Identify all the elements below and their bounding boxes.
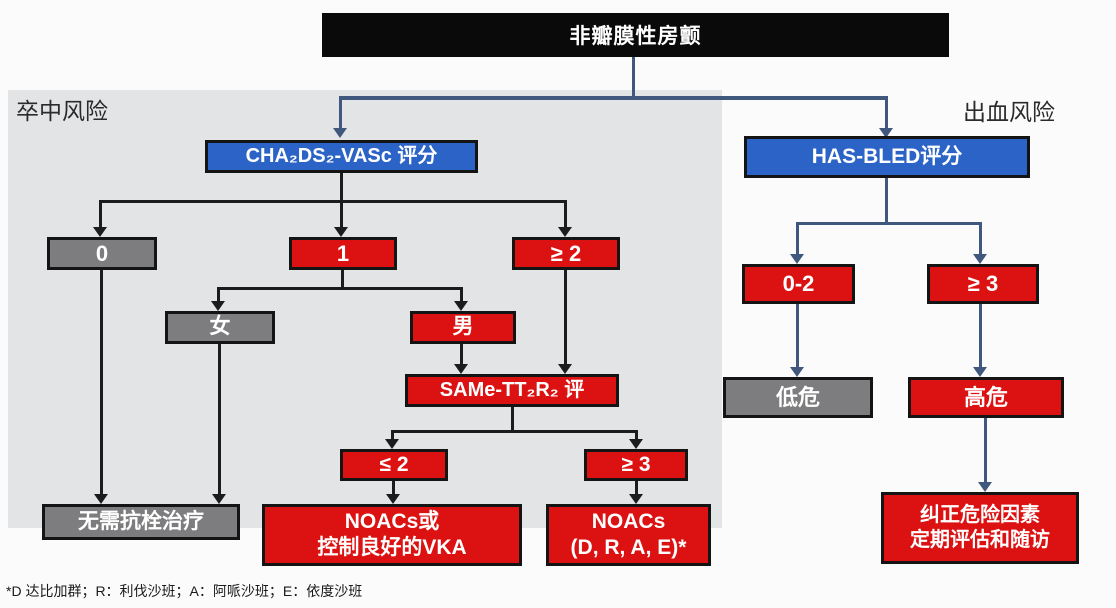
connector-hasbled-split [796, 222, 982, 225]
arrowhead-to-hasbled-02 [790, 254, 804, 264]
arrowhead-highrisk-to-action [978, 482, 992, 492]
arrowhead-to-hasbled-ge3 [973, 254, 987, 264]
node-male: 男 [410, 311, 516, 344]
node-samett-ge3: ≥ 3 [584, 449, 688, 481]
connector-highrisk-to-action [984, 418, 987, 482]
connector-to-hasbled [885, 96, 888, 128]
node-samett-le2: ≤ 2 [340, 449, 448, 481]
connector-to-score1 [340, 200, 343, 227]
node-correct-risk-factors: 纠正危险因素 定期评估和随访 [881, 492, 1079, 564]
node-no-antithrombotic: 无需抗栓治疗 [42, 504, 240, 540]
connector-to-male [460, 287, 463, 301]
connector-root-stem [632, 57, 635, 96]
noacs-vka-line2: 控制良好的VKA [317, 536, 467, 559]
arrowhead-to-ge3 [629, 439, 643, 449]
connector-male-to-samett [460, 344, 463, 364]
node-noacs-drae: NOACs (D, R, A, E)* [546, 504, 711, 566]
noacs-vka-line1: NOACs或 [344, 509, 440, 533]
arrowhead-to-male [454, 301, 468, 311]
connector-to-hasbled-ge3 [979, 222, 982, 254]
connector-root-split [339, 96, 888, 100]
connector-hasbled-stem [885, 178, 888, 222]
arrowhead-to-hasbled [879, 128, 893, 138]
bleeding-risk-label: 出血风险 [963, 99, 1055, 125]
node-hasbled-0-2: 0-2 [742, 264, 855, 304]
arrowhead-to-le2 [385, 439, 399, 449]
arrowhead-ge2-to-samett [558, 364, 572, 374]
node-noacs-or-vka: NOACs或 控制良好的VKA [262, 504, 522, 566]
connector-02-to-lowrisk [796, 304, 799, 367]
node-low-risk: 低危 [723, 377, 873, 418]
connector-female-to-notherapy [218, 344, 221, 494]
arrowhead-female-to-notherapy [212, 494, 226, 504]
drug-abbreviation-footnote: *D 达比加群；R：利伐沙班；A：阿哌沙班；E：依度沙班 [6, 583, 363, 599]
connector-ge3-to-highrisk [979, 304, 982, 367]
connector-le2-to-noacs-vka [392, 481, 395, 494]
node-high-risk: 高危 [908, 377, 1064, 418]
node-chads-vasc-score: CHA₂DS₂-VASc 评分 [205, 140, 478, 173]
action-line1: 纠正危险因素 [920, 504, 1040, 526]
connector-chads-stem [340, 173, 343, 200]
connector-to-ge3 [635, 430, 638, 439]
connector-score0-to-notherapy [100, 270, 103, 494]
connector-score1-stem [341, 270, 344, 287]
node-score-1: 1 [289, 237, 397, 270]
connector-score1-split [217, 287, 463, 290]
root-node-nonvalvular-af: 非瓣膜性房颤 [322, 13, 949, 57]
connector-samett-stem [511, 407, 514, 430]
connector-to-female [217, 287, 220, 301]
arrowhead-le2-to-noacs-vka [386, 494, 400, 504]
node-samett-score: SAMe-TT₂R₂ 评 [405, 374, 619, 407]
connector-samett-split [391, 430, 637, 433]
connector-ge3-to-noacs-drae [635, 481, 638, 494]
arrowhead-02-to-lowrisk [790, 367, 804, 377]
connector-to-hasbled-02 [796, 222, 799, 254]
arrowhead-to-score1 [334, 227, 348, 237]
node-score-ge2: ≥ 2 [512, 237, 620, 270]
action-line2: 定期评估和随访 [910, 529, 1050, 551]
node-hasbled-ge3: ≥ 3 [927, 264, 1039, 304]
node-female: 女 [165, 311, 275, 344]
stroke-risk-label: 卒中风险 [16, 98, 108, 124]
connector-chads-split [99, 200, 566, 203]
connector-to-score-ge2 [564, 200, 567, 227]
arrowhead-to-chads [333, 128, 347, 138]
arrowhead-ge3-to-noacs-drae [629, 494, 643, 504]
arrowhead-score0-to-notherapy [94, 494, 108, 504]
arrowhead-to-female [211, 301, 225, 311]
arrowhead-ge3-to-highrisk [973, 367, 987, 377]
connector-to-le2 [391, 430, 394, 439]
node-score-0: 0 [47, 237, 157, 270]
arrowhead-to-score-ge2 [558, 227, 572, 237]
arrowhead-male-to-samett [454, 364, 468, 374]
node-hasbled-score: HAS-BLED评分 [744, 136, 1030, 178]
noacs-drae-line1: NOACs [591, 509, 666, 533]
connector-to-score0 [99, 200, 102, 227]
connector-to-chads [339, 96, 342, 128]
connector-ge2-to-samett [564, 270, 567, 364]
arrowhead-to-score0 [93, 227, 107, 237]
noacs-drae-line2: (D, R, A, E)* [570, 536, 687, 559]
